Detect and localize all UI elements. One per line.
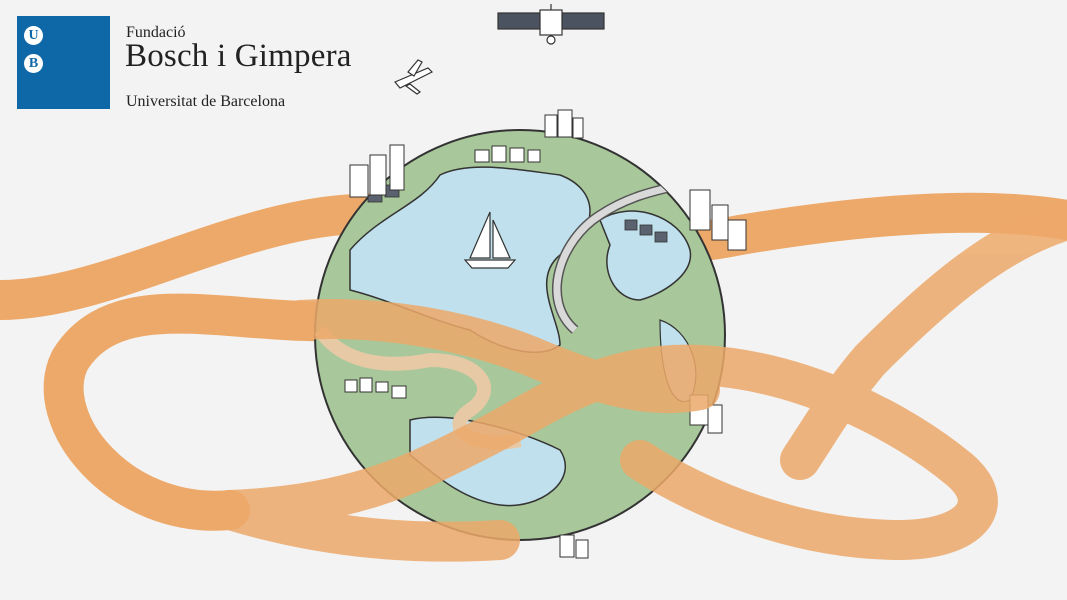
infinity-ribbon-front (210, 200, 1067, 562)
ub-logo: U B (17, 16, 110, 109)
airplane-icon (394, 59, 434, 95)
brand-name: Bosch i Gimpera (125, 38, 352, 74)
foundation-label: Fundació (126, 24, 186, 41)
logo-letter-b: B (24, 54, 43, 73)
satellite-icon (497, 4, 605, 45)
logo-letter-u: U (24, 26, 43, 45)
university-name: Universitat de Barcelona (126, 93, 286, 110)
sailboat-icon (463, 211, 517, 269)
